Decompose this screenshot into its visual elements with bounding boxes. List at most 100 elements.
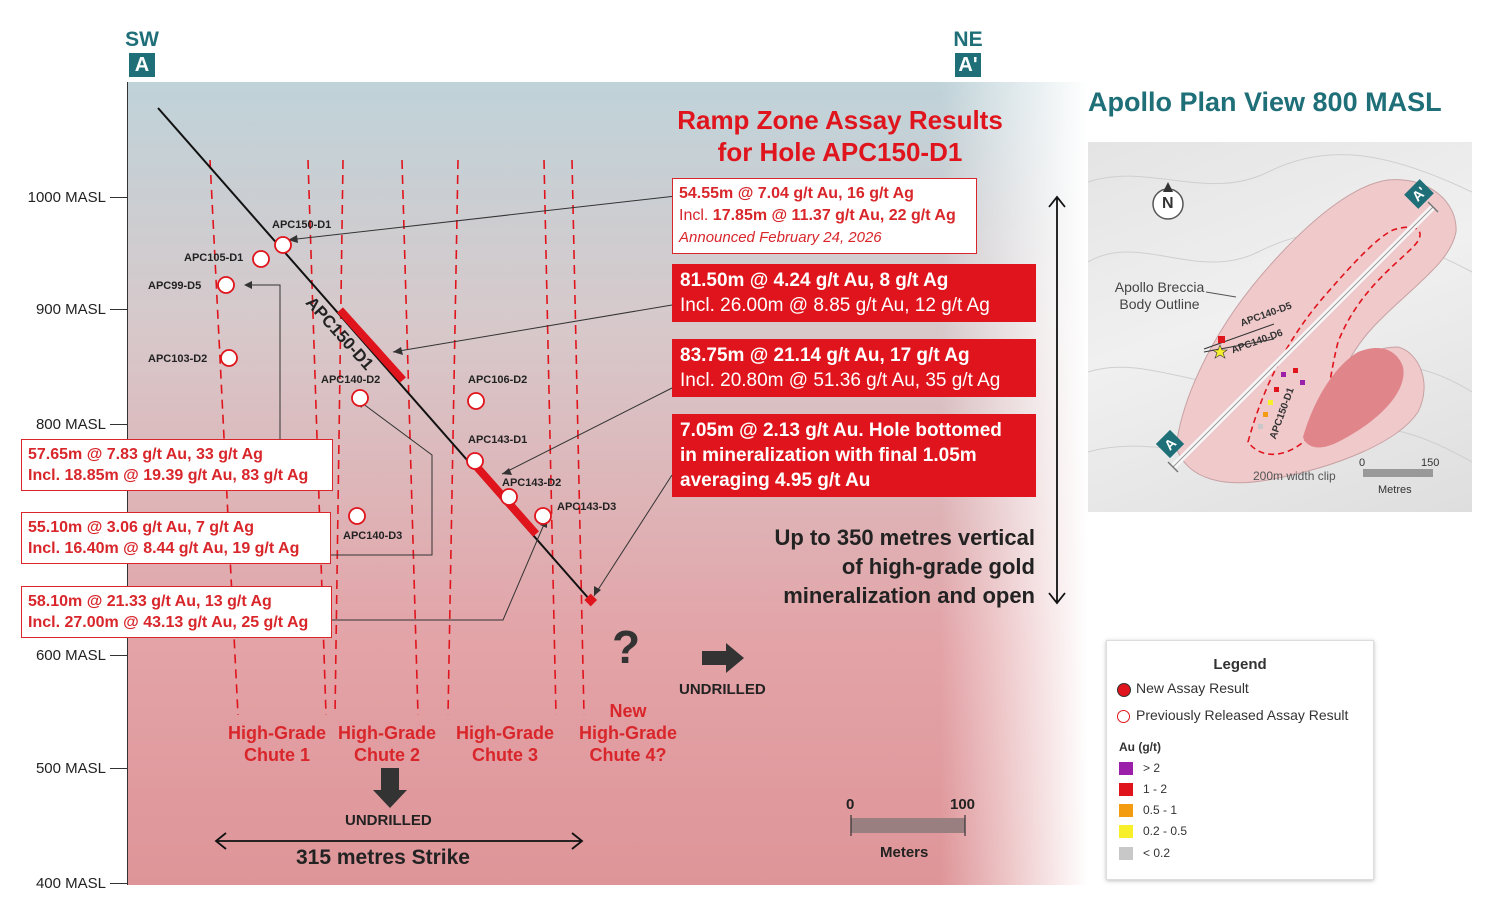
hole-label: APC99-D5 (148, 280, 202, 292)
hole-marker (534, 507, 552, 525)
elevation-label: 600 MASL (35, 647, 106, 664)
legend-swatch (1119, 825, 1133, 838)
hole-label: APC140-D2 (321, 374, 381, 386)
undrilled-right-arrow (702, 643, 744, 673)
elevation-label: 500 MASL (35, 760, 106, 777)
elevation-tick (110, 655, 128, 656)
plan-scale-max: 150 (1421, 457, 1440, 469)
hole-label: APC150-D1 (272, 219, 332, 231)
legend-swatch (1119, 847, 1133, 860)
assay-marker (1218, 336, 1225, 343)
undrilled-down-arrow (373, 768, 407, 808)
star-marker (1212, 344, 1228, 359)
hole-marker (467, 392, 485, 410)
ne-label: NE (953, 28, 983, 51)
legend-swatch (1119, 783, 1133, 796)
elevation-tick (110, 309, 128, 310)
legend-class-label: < 0.2 (1143, 846, 1171, 860)
hole-marker (351, 389, 369, 407)
scale-bar (851, 818, 965, 833)
hole-label: APC143-D2 (502, 477, 562, 489)
elevation-label: 800 MASL (35, 416, 106, 433)
legend-new-result: New Assay Result (1136, 680, 1249, 696)
legend-class-label: > 2 (1143, 761, 1161, 775)
plan-view-title: Apollo Plan View 800 MASL (1088, 87, 1442, 117)
legend-title: Legend (1213, 656, 1267, 673)
section-end (1167, 461, 1179, 473)
hole-marker (348, 507, 366, 525)
hole-marker (500, 488, 518, 506)
elevation-label: 400 MASL (35, 875, 106, 892)
elevation-tick (110, 883, 128, 884)
mineralized-interval (337, 307, 406, 383)
announced-result-box: 54.55m @ 7.04 g/t Au, 16 g/t Ag Incl. 17… (672, 178, 977, 254)
chute-boundary (334, 159, 344, 716)
legend-class-label: 1 - 2 (1143, 782, 1168, 796)
prev-result-swatch (1117, 710, 1130, 723)
elevation-label: 1000 MASL (27, 189, 106, 206)
drill-assay-strip (1258, 368, 1305, 429)
strike-label: 315 metres Strike (296, 846, 470, 869)
legend-prev-result: Previously Released Assay Result (1136, 707, 1349, 723)
chute-boundary (543, 159, 557, 716)
hole-marker (252, 250, 270, 268)
undrilled-bottom-label: UNDRILLED (345, 812, 432, 829)
hole-label: APC140-D3 (343, 530, 403, 542)
a-tag: A (129, 53, 155, 77)
scale-unit: Meters (880, 844, 929, 861)
question-mark: ? (612, 621, 641, 673)
hole-label: APC105-D1 (184, 252, 244, 264)
a-prime-tag: A' (955, 53, 981, 77)
plan-scale-bar (1363, 469, 1433, 477)
hole-marker (217, 276, 235, 294)
mineralized-interval (584, 593, 598, 607)
elevation-label: 900 MASL (35, 301, 106, 318)
clip-label: 200m width clip (1253, 469, 1336, 483)
hole-label: APC106-D2 (468, 374, 528, 386)
legend-class-label: 0.5 - 1 (1143, 803, 1178, 817)
hole-marker (274, 236, 292, 254)
legend-swatch (1119, 762, 1133, 775)
hole-label: APC103-D2 (148, 353, 208, 365)
hole-label: APC143-D3 (557, 501, 617, 513)
elevation-tick (110, 424, 128, 425)
plan-scale-min: 0 (1359, 457, 1366, 469)
legend-swatch (1119, 804, 1133, 817)
scale-min: 0 (846, 796, 855, 813)
chute-boundary (447, 159, 459, 716)
chute-boundary (401, 159, 419, 716)
elevation-tick (110, 197, 128, 198)
plan-scale-unit: Metres (1378, 484, 1412, 496)
chute-boundary (209, 159, 239, 716)
hole-marker (220, 349, 238, 367)
legend: Legend New Assay Result Previously Relea… (1106, 640, 1374, 880)
north-label: N (1162, 195, 1174, 212)
scale-max: 100 (950, 796, 976, 813)
hole-label: APC143-D1 (468, 434, 528, 446)
chute-boundary (571, 159, 585, 716)
legend-au-title: Au (g/t) (1119, 740, 1161, 754)
legend-class-label: 0.2 - 0.5 (1143, 824, 1188, 838)
undrilled-right-label: UNDRILLED (679, 681, 766, 698)
sw-label: SW (125, 28, 159, 51)
section-end (1427, 201, 1439, 213)
chute-boundary (307, 159, 327, 716)
new-result-swatch (1117, 683, 1131, 697)
hole-marker (466, 452, 484, 470)
elevation-tick (110, 768, 128, 769)
